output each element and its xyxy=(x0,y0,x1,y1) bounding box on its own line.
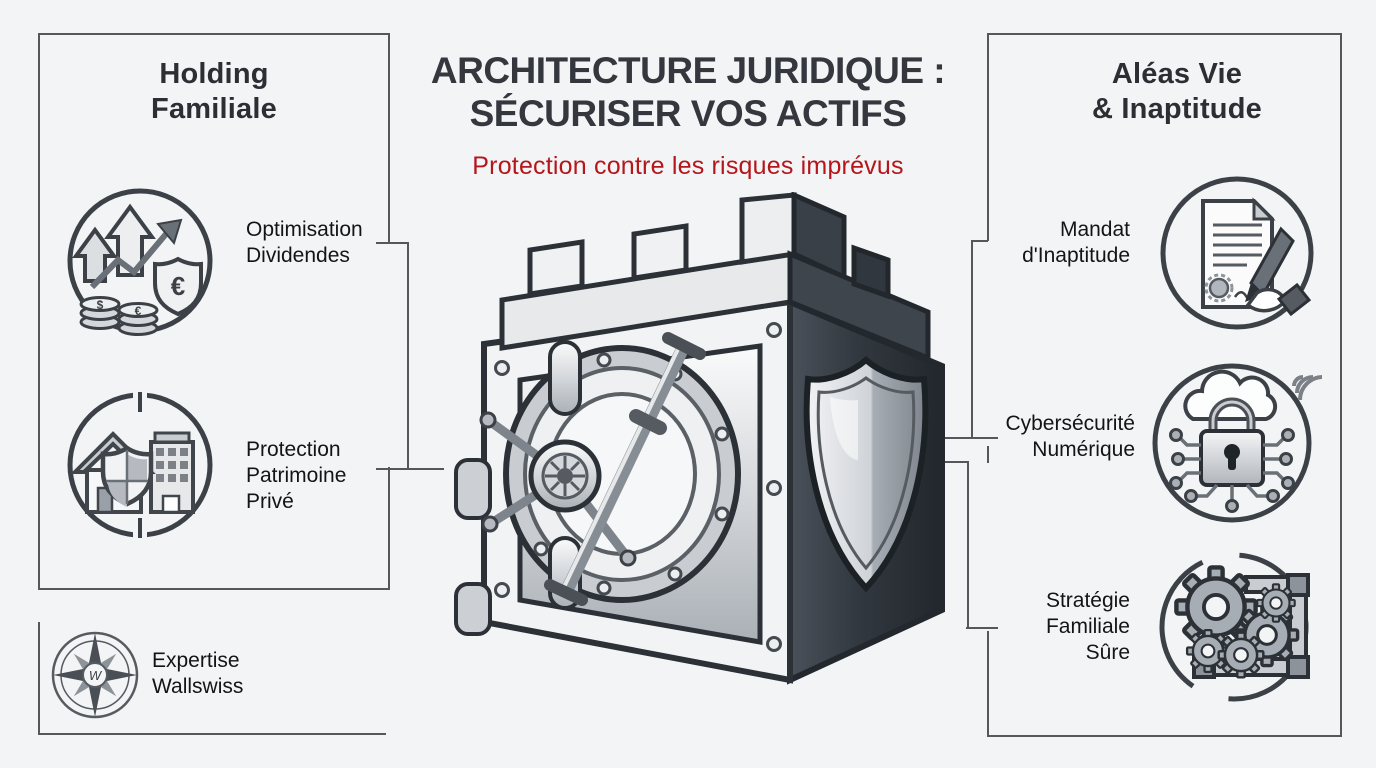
connector-line xyxy=(967,461,969,628)
connector-line xyxy=(376,242,409,244)
panel-border xyxy=(38,33,40,590)
panel-border xyxy=(987,631,989,737)
page-title: ARCHITECTURE JURIDIQUE : SÉCURISER VOS A… xyxy=(390,50,986,136)
connector-line xyxy=(407,242,409,469)
label-protection-patrimoine: Protection Patrimoine Privé xyxy=(246,438,347,514)
panel-border xyxy=(987,33,1342,35)
euro-symbol: € xyxy=(135,304,142,318)
panel-border xyxy=(987,735,1342,737)
cyber-lock-icon xyxy=(1147,355,1324,530)
page-subtitle: Protection contre les risques imprévus xyxy=(472,152,904,180)
strategy-gears-icon xyxy=(1154,547,1314,712)
compass-icon: W xyxy=(50,630,140,725)
compass-monogram: W xyxy=(89,668,103,683)
left-panel-heading: Holding Familiale xyxy=(151,58,277,126)
vault-lever-icon xyxy=(544,332,706,606)
dollar-symbol: $ xyxy=(97,298,104,312)
panel-border xyxy=(987,446,989,463)
label-strategie-familiale: Stratégie Familiale Sûre xyxy=(1045,589,1130,665)
connector-line xyxy=(932,461,969,463)
home-building-shield-icon xyxy=(65,390,215,545)
page-title-line2: SÉCURISER VOS ACTIFS xyxy=(469,92,907,134)
panel-border xyxy=(38,622,40,735)
label-cybersecurite-numerique: Cybersécurité Numérique xyxy=(1005,412,1135,462)
connector-line xyxy=(932,437,998,439)
document-signature-icon xyxy=(1157,173,1317,338)
label-optimisation-dividendes: Optimisation Dividendes xyxy=(246,218,363,268)
connector-line xyxy=(376,468,444,470)
panel-border xyxy=(987,33,989,241)
panel-border xyxy=(388,33,390,243)
panel-border xyxy=(38,33,390,35)
connector-line xyxy=(966,627,998,629)
panel-border xyxy=(38,733,386,735)
panel-border xyxy=(38,588,390,590)
connector-line xyxy=(972,240,988,242)
panel-border xyxy=(1340,33,1342,737)
castle-crenellations-icon xyxy=(499,191,931,362)
vault-shield-illustration xyxy=(430,191,950,697)
shield-icon xyxy=(803,356,929,593)
combination-wheel-icon xyxy=(479,411,637,567)
growth-dividends-icon: $ € € xyxy=(62,183,218,348)
label-mandat-inaptitude: Mandat d'Inaptitude xyxy=(1022,218,1130,268)
right-panel-heading: Aléas Vie & Inaptitude xyxy=(1092,58,1262,126)
panel-border xyxy=(388,467,390,590)
euro-shield-symbol: € xyxy=(171,271,185,301)
connector-line xyxy=(971,240,973,438)
page-title-line1: ARCHITECTURE JURIDIQUE : xyxy=(430,50,946,91)
label-expertise-wallswiss: Expertise Wallswiss xyxy=(152,649,244,699)
